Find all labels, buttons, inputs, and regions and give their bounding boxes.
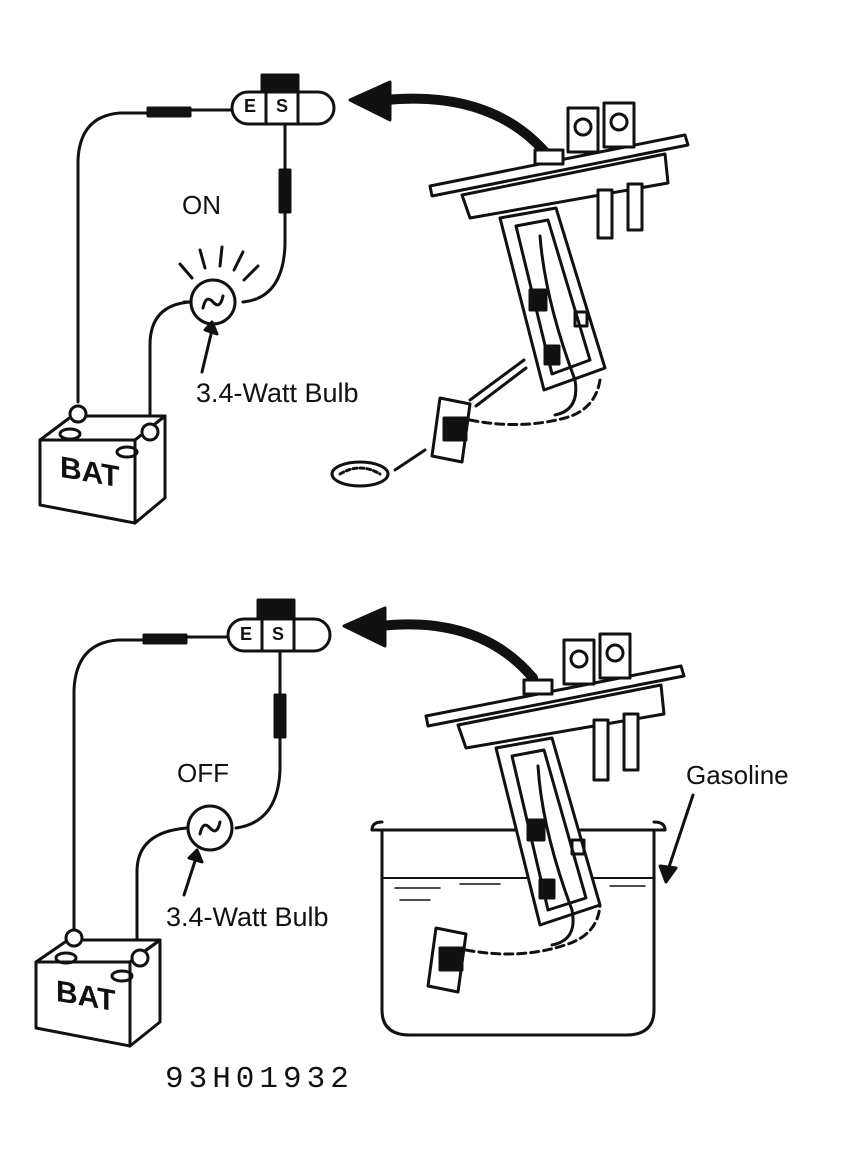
top-connection-arrow [380, 93, 550, 157]
top-bulb-label: 3.4-Watt Bulb [196, 378, 359, 408]
gasoline-beaker [370, 820, 667, 1037]
bottom-bulb-pointer [182, 856, 198, 897]
bottom-bulb [186, 804, 234, 852]
bottom-connection-arrow [375, 619, 538, 683]
bottom-bulb-label: 3.4-Watt Bulb [166, 902, 329, 932]
bottom-fuel-sender [424, 632, 686, 994]
gasoline-pointer [666, 793, 695, 872]
top-fuel-sender [330, 101, 690, 488]
bottom-signal-wire [234, 649, 282, 830]
top-connector [230, 73, 336, 126]
top-bulb-to-battery-wire [148, 300, 192, 422]
top-signal-wire-sleeve [278, 168, 292, 214]
bottom-battery [34, 928, 162, 1048]
bottom-signal-wire-sleeve [273, 693, 287, 739]
bottom-state-label: OFF [177, 758, 229, 788]
bottom-ground-wire-sleeve [142, 633, 188, 645]
top-bulb [182, 278, 237, 326]
top-terminal-s: S [276, 96, 289, 116]
bottom-terminal-e: E [240, 624, 253, 644]
top-bulb-pointer [200, 328, 214, 374]
top-ground-wire [76, 108, 234, 404]
top-state-label: ON [182, 190, 221, 220]
top-signal-wire [241, 122, 287, 304]
top-ground-wire-sleeve [146, 106, 192, 118]
bottom-bulb-to-battery-wire [135, 826, 189, 952]
top-bulb-glow-rays [178, 245, 260, 282]
bottom-ground-wire [72, 635, 230, 932]
figure-id: 93H01932 [165, 1062, 354, 1097]
top-terminal-e: E [244, 96, 257, 116]
gasoline-label: Gasoline [686, 760, 789, 790]
bottom-terminal-s: S [272, 624, 285, 644]
top-battery [38, 404, 167, 525]
bottom-connector [226, 598, 332, 653]
